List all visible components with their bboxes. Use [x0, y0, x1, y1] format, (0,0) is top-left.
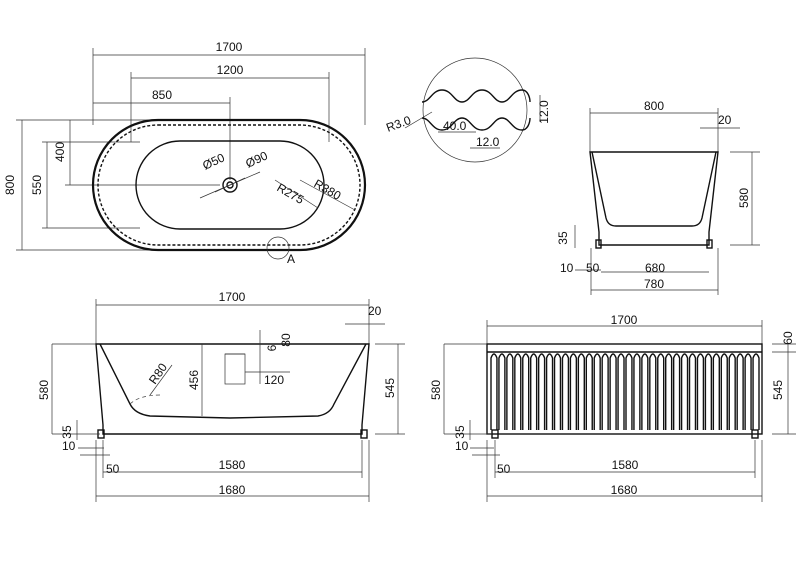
- front-rim: 20: [368, 304, 382, 318]
- flute: [553, 353, 562, 430]
- flute: [617, 353, 625, 430]
- flute: [514, 353, 522, 430]
- front-inner-height: 545: [383, 378, 397, 398]
- detail-radius: R3.0: [384, 113, 413, 135]
- flute: [704, 353, 713, 430]
- flute: [744, 353, 752, 430]
- flute: [665, 353, 673, 430]
- flute: [633, 353, 641, 430]
- front-foot-offset: 10: [62, 439, 76, 453]
- front-overflow-h: 80: [279, 333, 293, 347]
- flute: [522, 353, 530, 430]
- detail-view: 40.0 12.0 12.0 R3.0: [384, 57, 551, 163]
- front-base-outer: 1680: [219, 483, 246, 497]
- front-height: 580: [37, 380, 51, 400]
- fluted-view: 1700 60 545 580 35 10 50 1580 1680: [429, 313, 796, 502]
- flute: [585, 353, 593, 430]
- detail-width: 12.0: [476, 135, 500, 149]
- fluted-inner-height: 545: [771, 380, 785, 400]
- flute: [545, 353, 554, 430]
- fluted-base-inset: 50: [497, 462, 511, 476]
- flute: [641, 353, 649, 430]
- dim-drain-offset: 850: [152, 88, 172, 102]
- flute: [561, 353, 570, 430]
- flute: [569, 353, 578, 430]
- flute: [736, 353, 744, 430]
- flute: [601, 353, 609, 430]
- flute-pattern: [490, 353, 760, 430]
- flute: [712, 353, 720, 430]
- fluted-rim: 60: [781, 331, 795, 345]
- flute: [720, 353, 728, 430]
- flute: [577, 353, 585, 430]
- front-foot: 35: [60, 425, 74, 439]
- flute: [657, 353, 665, 430]
- detail-height: 12.0: [537, 100, 551, 124]
- side-rim: 20: [718, 113, 732, 127]
- front-depth: 456: [187, 370, 201, 390]
- radius-inner: R275: [275, 180, 307, 207]
- dim-inner-length: 1200: [217, 63, 244, 77]
- side-base-inset: 50: [586, 261, 600, 275]
- flute: [490, 353, 498, 430]
- fluted-base-inner: 1580: [612, 458, 639, 472]
- flute: [752, 353, 760, 430]
- drain-dia: Ø50: [200, 150, 227, 172]
- flute: [696, 353, 705, 430]
- detail-pitch: 40.0: [443, 119, 467, 133]
- flute: [530, 353, 538, 430]
- side-foot-offset: 10: [560, 261, 574, 275]
- side-height: 580: [737, 188, 751, 208]
- flute: [625, 353, 633, 430]
- dim-depth: 800: [3, 175, 17, 195]
- flute: [728, 353, 736, 430]
- flute: [498, 353, 506, 430]
- flute: [680, 353, 689, 430]
- front-overflow-w: 120: [264, 373, 284, 387]
- side-base-outer: 780: [644, 277, 664, 291]
- flute: [609, 353, 617, 430]
- side-top: 800: [644, 99, 664, 113]
- fluted-top: 1700: [611, 313, 638, 327]
- detail-label: A: [287, 252, 295, 266]
- dim-half-inner: 400: [53, 142, 67, 162]
- fluted-height: 580: [429, 380, 443, 400]
- fluted-foot-offset: 10: [455, 439, 469, 453]
- flute: [537, 353, 546, 430]
- fluted-foot: 35: [453, 425, 467, 439]
- flute: [688, 353, 697, 430]
- dim-top-width: 1700: [216, 40, 243, 54]
- front-view: 1700 20 80 6 120 456 R80 545 580 35 10: [37, 290, 405, 502]
- front-base-inset: 50: [106, 462, 120, 476]
- side-foot: 35: [556, 231, 570, 245]
- side-base-inner: 680: [645, 261, 665, 275]
- flute: [593, 353, 601, 430]
- flute: [649, 353, 657, 430]
- front-top: 1700: [219, 290, 246, 304]
- flute: [506, 353, 514, 430]
- front-overflow-small: 6: [265, 344, 279, 351]
- fluted-base-outer: 1680: [611, 483, 638, 497]
- top-view: 1700 1200 850 800 550 400 Ø50 Ø90: [3, 40, 367, 266]
- side-view: 800 20 580 35 10 50 680 780: [556, 99, 760, 295]
- dim-inner-depth: 550: [30, 175, 44, 195]
- front-radius: R80: [146, 360, 170, 386]
- overflow-dia: Ø90: [243, 148, 270, 170]
- radius-outer: R380: [312, 176, 344, 203]
- front-base-inner: 1580: [219, 458, 246, 472]
- flute: [672, 353, 681, 430]
